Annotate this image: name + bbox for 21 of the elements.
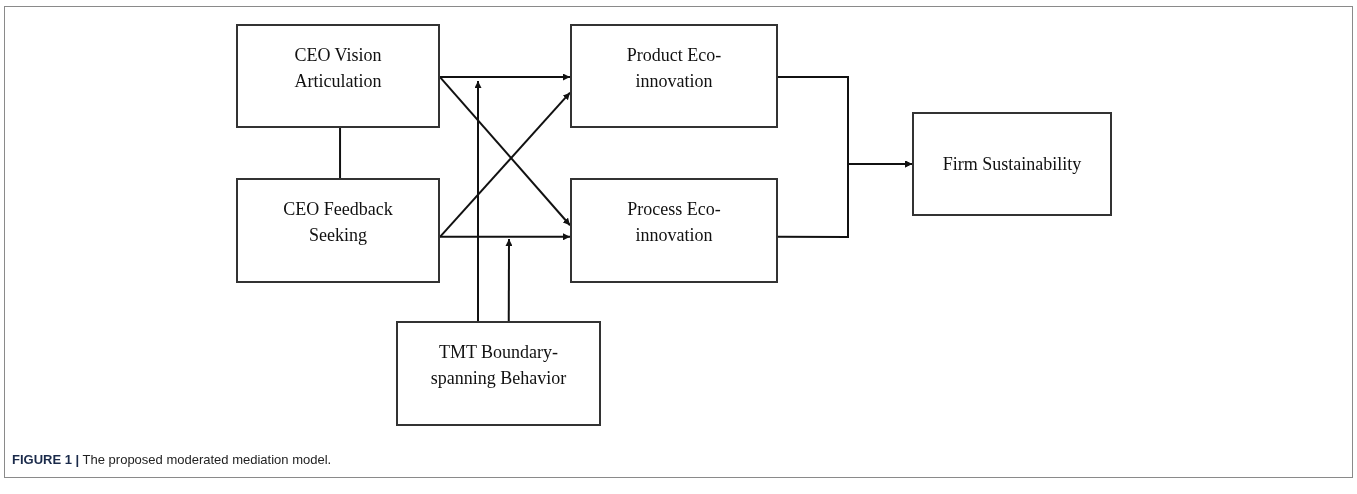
arrow [439, 76, 571, 227]
box-label: Product Eco-innovation [625, 44, 723, 93]
concept-box [236, 178, 440, 283]
arrow [439, 73, 571, 81]
connector-line [339, 127, 342, 179]
concept-box [570, 178, 778, 283]
arrow [777, 160, 913, 238]
box-label: Firm Sustainability [942, 153, 1082, 176]
box-label: TMT Boundary-spanning Behavior [429, 341, 568, 390]
box-label: Process Eco-innovation [626, 198, 722, 247]
arrow [439, 233, 571, 241]
concept-box [912, 112, 1112, 216]
concept-box [396, 321, 601, 426]
concept-box [236, 24, 440, 128]
concept-box [570, 24, 778, 128]
box-label: CEO Vision Articulation [293, 44, 383, 93]
arrow [439, 91, 571, 238]
arrow [474, 80, 482, 322]
box-label: CEO Feedback Seeking [282, 198, 394, 247]
arrow [505, 238, 513, 322]
figure-caption: FIGURE 1 | The proposed moderated mediation model. [12, 452, 332, 467]
